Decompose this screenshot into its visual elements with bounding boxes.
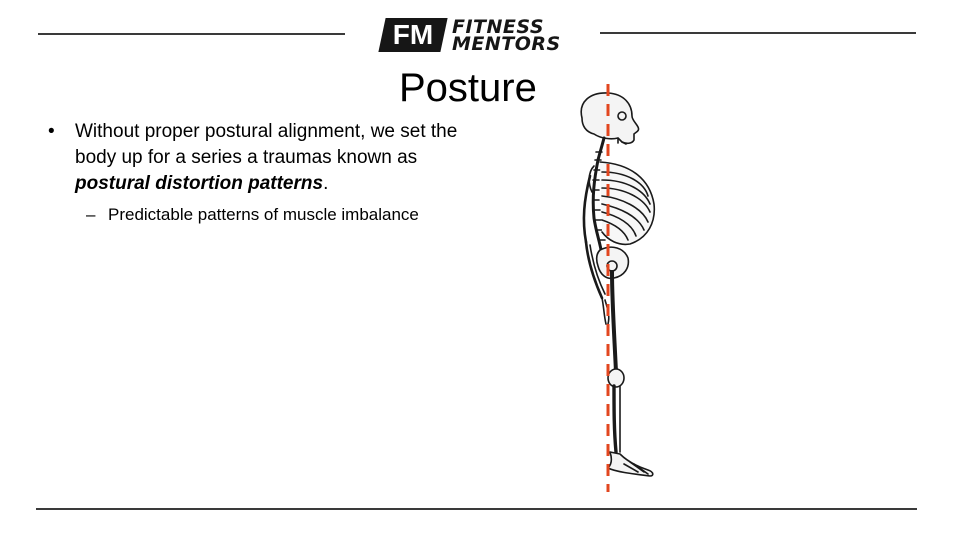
bullet-list: • Without proper postural alignment, we … [48, 119, 468, 227]
bullet-text: Without proper postural alignment, we se… [75, 121, 458, 168]
bullet-marker: • [48, 121, 55, 142]
bullet-emphasis: postural distortion patterns [75, 173, 324, 194]
fitness-mentors-logo: FM FITNESS MENTORS [378, 16, 567, 56]
sub-bullet-marker: – [86, 205, 96, 224]
logo-mark-text: FM [392, 19, 434, 50]
logo-word-mentors: MENTORS [452, 33, 561, 55]
header-divider-right [600, 32, 916, 34]
bullet-text-end: . [323, 173, 329, 194]
logo-mark: FM [378, 18, 448, 52]
skeleton-side-view-icon [580, 84, 656, 492]
slide-title: Posture [399, 66, 537, 110]
footer-divider [36, 508, 917, 510]
sub-bullet-item: – Predictable patterns of muscle imbalan… [48, 203, 448, 227]
header-divider-left [38, 33, 345, 35]
bullet-item: • Without proper postural alignment, we … [48, 119, 468, 197]
sub-bullet-text: Predictable patterns of muscle imbalance [108, 205, 419, 224]
logo-word-fitness: FITNESS [452, 16, 545, 38]
skeleton-figure [560, 80, 670, 492]
